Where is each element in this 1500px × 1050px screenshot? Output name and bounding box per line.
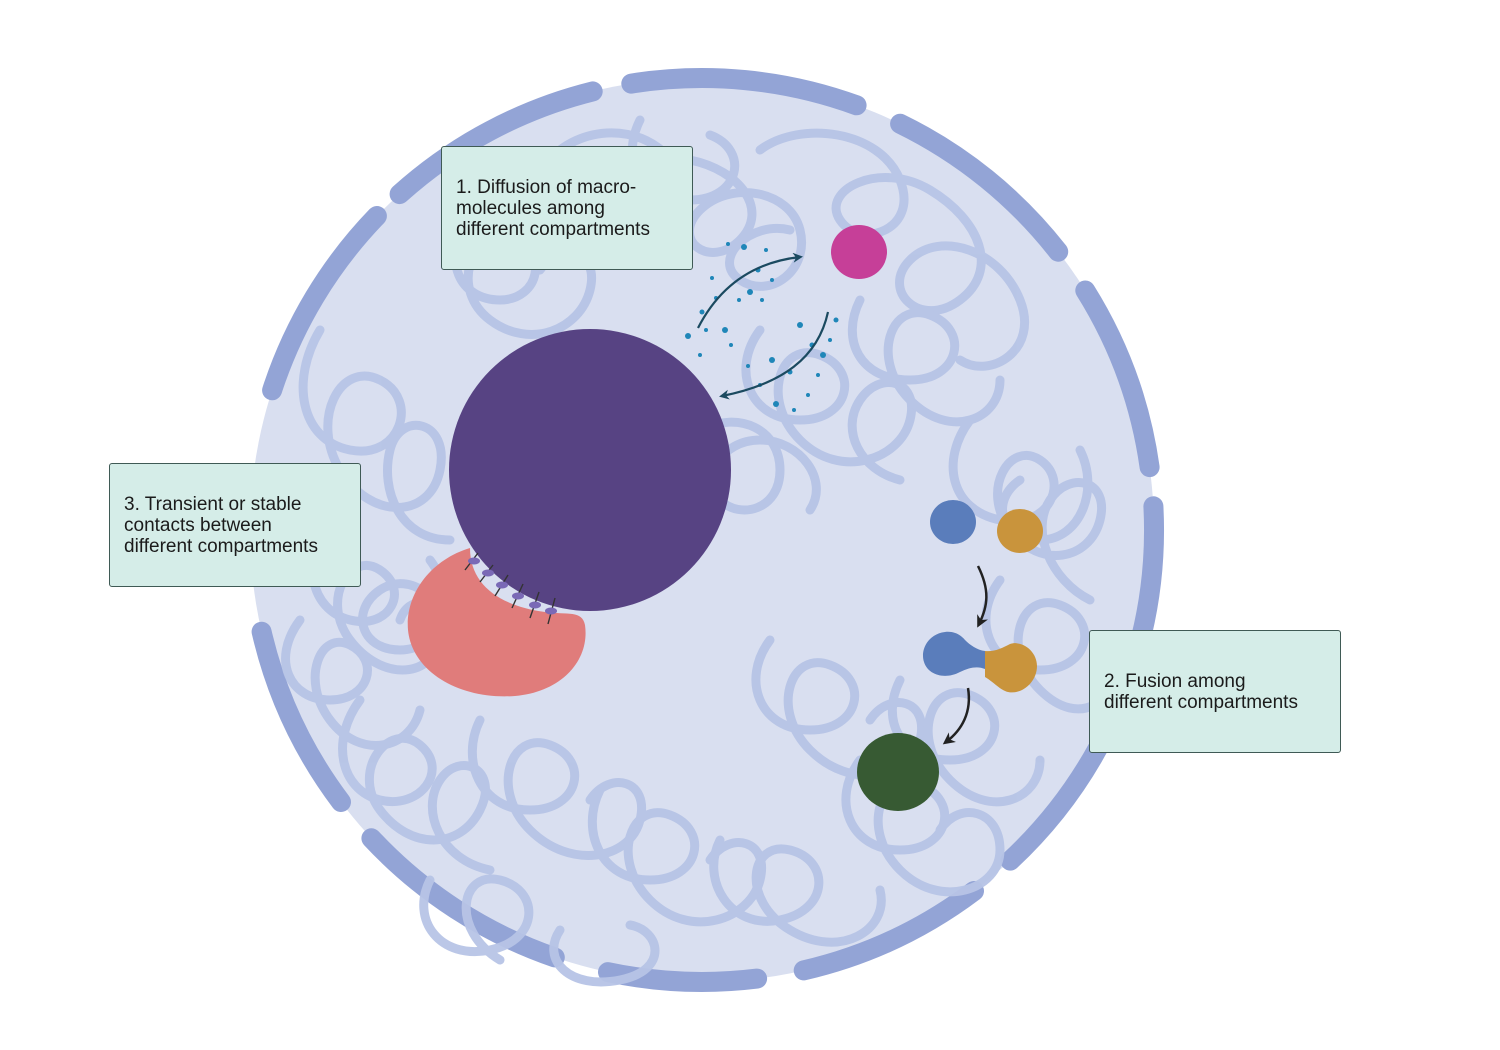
label-fusion-line-2: different compartments [1104,691,1298,713]
label-diffusion-line-1: 1. Diffusion of macro- [456,176,637,198]
label-contacts-line-2: contacts between [124,514,272,536]
envelope-segment [621,68,867,116]
diffusion-arrow-in [719,311,830,400]
label-contacts: 3. Transient or stable contacts between … [109,463,361,587]
label-diffusion: 1. Diffusion of macro- molecules among d… [441,146,693,270]
envelope-segment [598,962,768,992]
label-fusion-line-1: 2. Fusion among [1104,670,1246,692]
label-fusion: 2. Fusion among different compartments [1089,630,1341,753]
nuclear-envelope-icon [251,68,1164,992]
envelope-segment [389,81,603,205]
fusion-arrow-1 [976,565,988,628]
label-diffusion-line-2: molecules among [456,197,605,219]
label-contacts-line-3: different compartments [124,535,318,557]
envelope-segment [793,881,984,981]
fusing-gold-droplet-icon [985,643,1037,693]
envelope-segment [361,828,565,968]
gold-droplet-icon [997,509,1043,553]
magenta-condensate-icon [831,225,887,279]
fusion-arrow-2 [942,687,971,745]
salmon-condensate-icon [407,548,586,697]
blue-droplet-icon [930,500,976,544]
contact-proteins-icon [468,557,557,615]
label-diffusion-line-3: different compartments [456,218,650,240]
label-contacts-line-1: 3. Transient or stable [124,493,302,515]
envelope-segment [251,621,351,812]
fusing-blue-droplet-icon [922,631,985,676]
envelope-segment [1075,280,1160,478]
fused-green-condensate-icon [857,733,939,811]
envelope-segment [890,113,1069,262]
envelope-segment [262,206,387,401]
diffusion-arrow-out [697,252,803,329]
nucleolus-icon [449,329,731,611]
